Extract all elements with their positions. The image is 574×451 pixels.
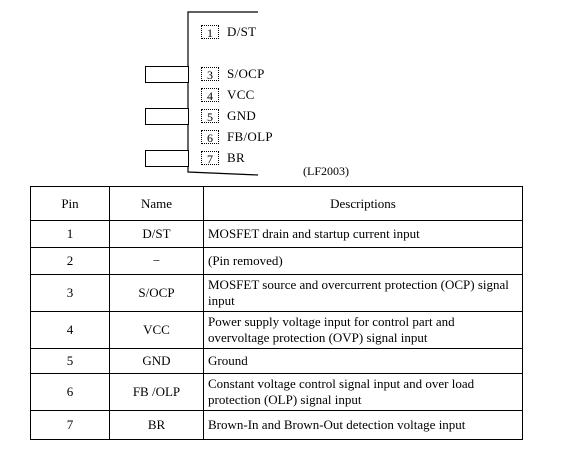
cell-description: Ground <box>203 348 523 374</box>
lead-pin-7 <box>145 150 189 167</box>
header-descriptions: Descriptions <box>203 186 523 221</box>
table-row: 7 BR Brown-In and Brown-Out detection vo… <box>30 410 523 440</box>
table-row: 3 S/OCP MOSFET source and overcurrent pr… <box>30 274 523 312</box>
pin-number-1: 1 <box>201 25 219 40</box>
table-row: 1 D/ST MOSFET drain and startup current … <box>30 220 523 248</box>
cell-description: Constant voltage control signal input an… <box>203 373 523 411</box>
cell-pin: 4 <box>30 311 110 349</box>
table-row: 4 VCC Power supply voltage input for con… <box>30 311 523 349</box>
pin-label-3: S/OCP <box>227 66 265 81</box>
cell-pin: 3 <box>30 274 110 312</box>
table-row: 2 − (Pin removed) <box>30 247 523 275</box>
cell-pin: 7 <box>30 410 110 440</box>
cell-name: D/ST <box>109 220 204 248</box>
pin-label-7: BR <box>227 150 245 165</box>
cell-name: FB /OLP <box>109 373 204 411</box>
package-outline <box>187 11 259 176</box>
package-diagram: 1 3 4 5 6 7 D/ST S/OCP VCC GND FB/OLP BR… <box>0 0 574 185</box>
cell-name: S/OCP <box>109 274 204 312</box>
pin-label-4: VCC <box>227 87 255 102</box>
pin-number-5: 5 <box>201 109 219 124</box>
pin-number-7: 7 <box>201 151 219 166</box>
cell-pin: 6 <box>30 373 110 411</box>
pin-label-6: FB/OLP <box>227 129 273 144</box>
cell-name: BR <box>109 410 204 440</box>
package-code: (LF2003) <box>303 164 349 178</box>
cell-name: GND <box>109 348 204 374</box>
cell-description: MOSFET drain and startup current input <box>203 220 523 248</box>
pin-label-5: GND <box>227 108 257 123</box>
table-row: 5 GND Ground <box>30 348 523 374</box>
pin-label-1: D/ST <box>227 24 257 39</box>
table-row: 6 FB /OLP Constant voltage control signa… <box>30 373 523 411</box>
cell-description: Power supply voltage input for control p… <box>203 311 523 349</box>
cell-name: VCC <box>109 311 204 349</box>
cell-description: MOSFET source and overcurrent protection… <box>203 274 523 312</box>
pin-number-6: 6 <box>201 130 219 145</box>
cell-name: − <box>109 247 204 275</box>
pin-number-3: 3 <box>201 67 219 82</box>
pin-number-4: 4 <box>201 88 219 103</box>
table-header-row: Pin Name Descriptions <box>30 186 523 221</box>
cell-pin: 1 <box>30 220 110 248</box>
pin-description-table: Pin Name Descriptions 1 D/ST MOSFET drai… <box>30 186 523 440</box>
header-name: Name <box>109 186 204 221</box>
cell-pin: 5 <box>30 348 110 374</box>
lead-pin-5 <box>145 108 189 125</box>
cell-description: (Pin removed) <box>203 247 523 275</box>
cell-description: Brown-In and Brown-Out detection voltage… <box>203 410 523 440</box>
header-pin: Pin <box>30 186 110 221</box>
cell-pin: 2 <box>30 247 110 275</box>
lead-pin-3 <box>145 66 189 83</box>
